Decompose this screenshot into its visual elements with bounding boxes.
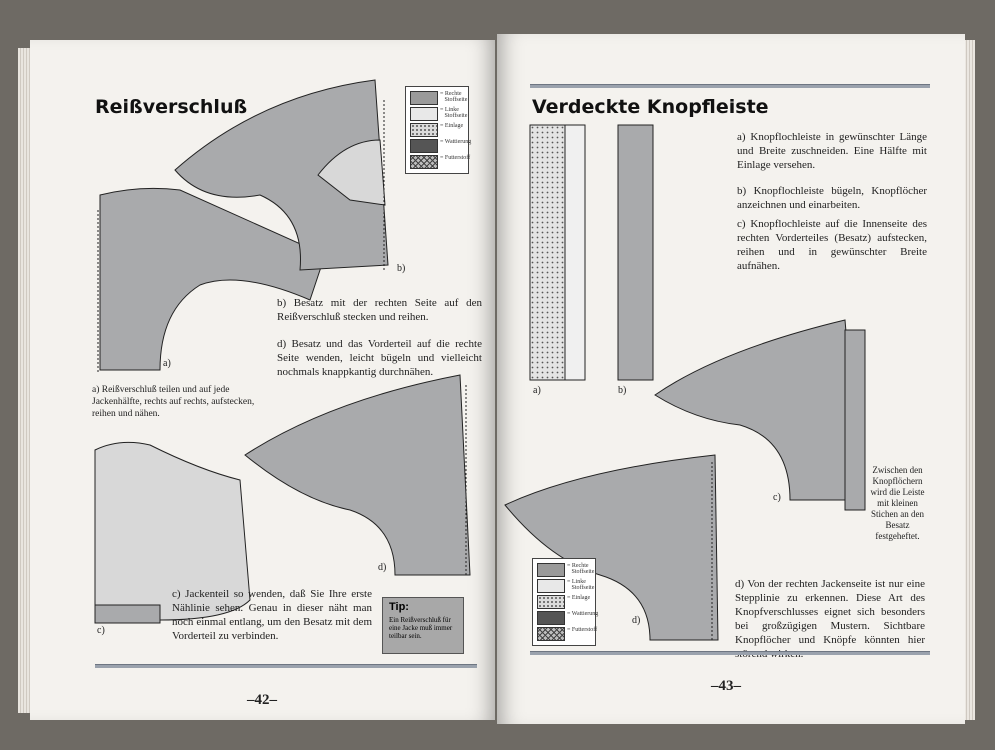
legend-left: = Rechte Stoffseite = Linke Stoffseite =…: [405, 86, 472, 174]
legend-text: = Rechte Stoffseite: [567, 563, 595, 575]
label-a: a): [163, 358, 171, 369]
legend-text: = Wattierung: [567, 611, 599, 617]
tip-box: Tip: Ein Reißverschluß für eine Jacke mu…: [382, 597, 464, 654]
swatch-rechte: [537, 563, 565, 577]
right-step-b-text: b) Knopflochleiste bügeln, Knopflöcher a…: [737, 185, 927, 211]
swatch-linke: [537, 579, 565, 593]
jacket-piece-c: [94, 441, 251, 621]
label-d: d): [378, 562, 387, 573]
legend-text: = Linke Stoffseite: [440, 107, 468, 119]
swatch-futterstoff: [537, 627, 565, 641]
left-page-number: –42–: [247, 692, 277, 708]
step-d-text: d) Besatz und das Vorderteil auf die rec…: [277, 338, 482, 378]
legend-text: = Rechte Stoffseite: [440, 91, 468, 103]
right-label-c: c): [773, 492, 781, 503]
legend-text: = Wattierung: [440, 139, 472, 145]
left-footer-rule: [95, 664, 477, 668]
page-edges-right: [963, 40, 975, 720]
step-b-text: b) Besatz mit der rechten Seite auf den …: [277, 297, 482, 323]
legend-text: = Futterstoff: [567, 627, 598, 633]
step-a-text: a) Reißverschluß teilen und auf jede Jac…: [92, 385, 255, 419]
right-label-d: d): [632, 615, 641, 626]
swatch-rechte: [410, 91, 438, 105]
strip-b: [617, 124, 654, 381]
right-step-c-text: c) Knopflochleiste auf die Innenseite de…: [737, 218, 927, 272]
legend-text: = Einlage: [440, 123, 464, 129]
left-page-title: Reißverschluß: [95, 96, 248, 118]
right-step-d-text: d) Von der rechten Jackenseite ist nur e…: [735, 578, 925, 660]
page-edges-left: [18, 48, 32, 713]
legend-right: = Rechte Stoffseite = Linke Stoffseite =…: [532, 558, 599, 646]
legend-text: = Einlage: [567, 595, 591, 601]
right-header-rule: [530, 84, 930, 88]
right-footer-rule: [530, 651, 930, 655]
label-c: c): [97, 625, 105, 636]
right-page-number: –43–: [711, 678, 741, 694]
right-page-title: Verdeckte Knopfleiste: [532, 96, 769, 118]
label-b: b): [397, 263, 406, 274]
swatch-linke: [410, 107, 438, 121]
swatch-futterstoff: [410, 155, 438, 169]
step-c-text: c) Jackenteil so wenden, daß Sie Ihre er…: [172, 588, 372, 642]
jacket-piece-c-right: [654, 319, 861, 501]
jacket-piece-d-right: [504, 454, 719, 641]
right-label-a: a): [533, 385, 541, 396]
tip-text: Ein Reißverschluß für eine Jacke muß imm…: [389, 616, 453, 640]
jacket-piece-d: [244, 374, 471, 576]
tip-title: Tip:: [389, 601, 409, 613]
right-label-b: b): [618, 385, 627, 396]
right-note: Zwischen den Knopflöchern wird die Leist…: [870, 465, 925, 541]
swatch-einlage: [410, 123, 438, 137]
legend-text: = Linke Stoffseite: [567, 579, 595, 591]
swatch-wattierung: [537, 611, 565, 625]
swatch-wattierung: [410, 139, 438, 153]
swatch-einlage: [537, 595, 565, 609]
jacket-piece-b: [174, 79, 389, 271]
right-step-a-text: a) Knopflochleiste in gewünschter Länge …: [737, 131, 927, 171]
jacket-piece-a: [99, 187, 326, 371]
legend-text: = Futterstoff: [440, 155, 471, 161]
